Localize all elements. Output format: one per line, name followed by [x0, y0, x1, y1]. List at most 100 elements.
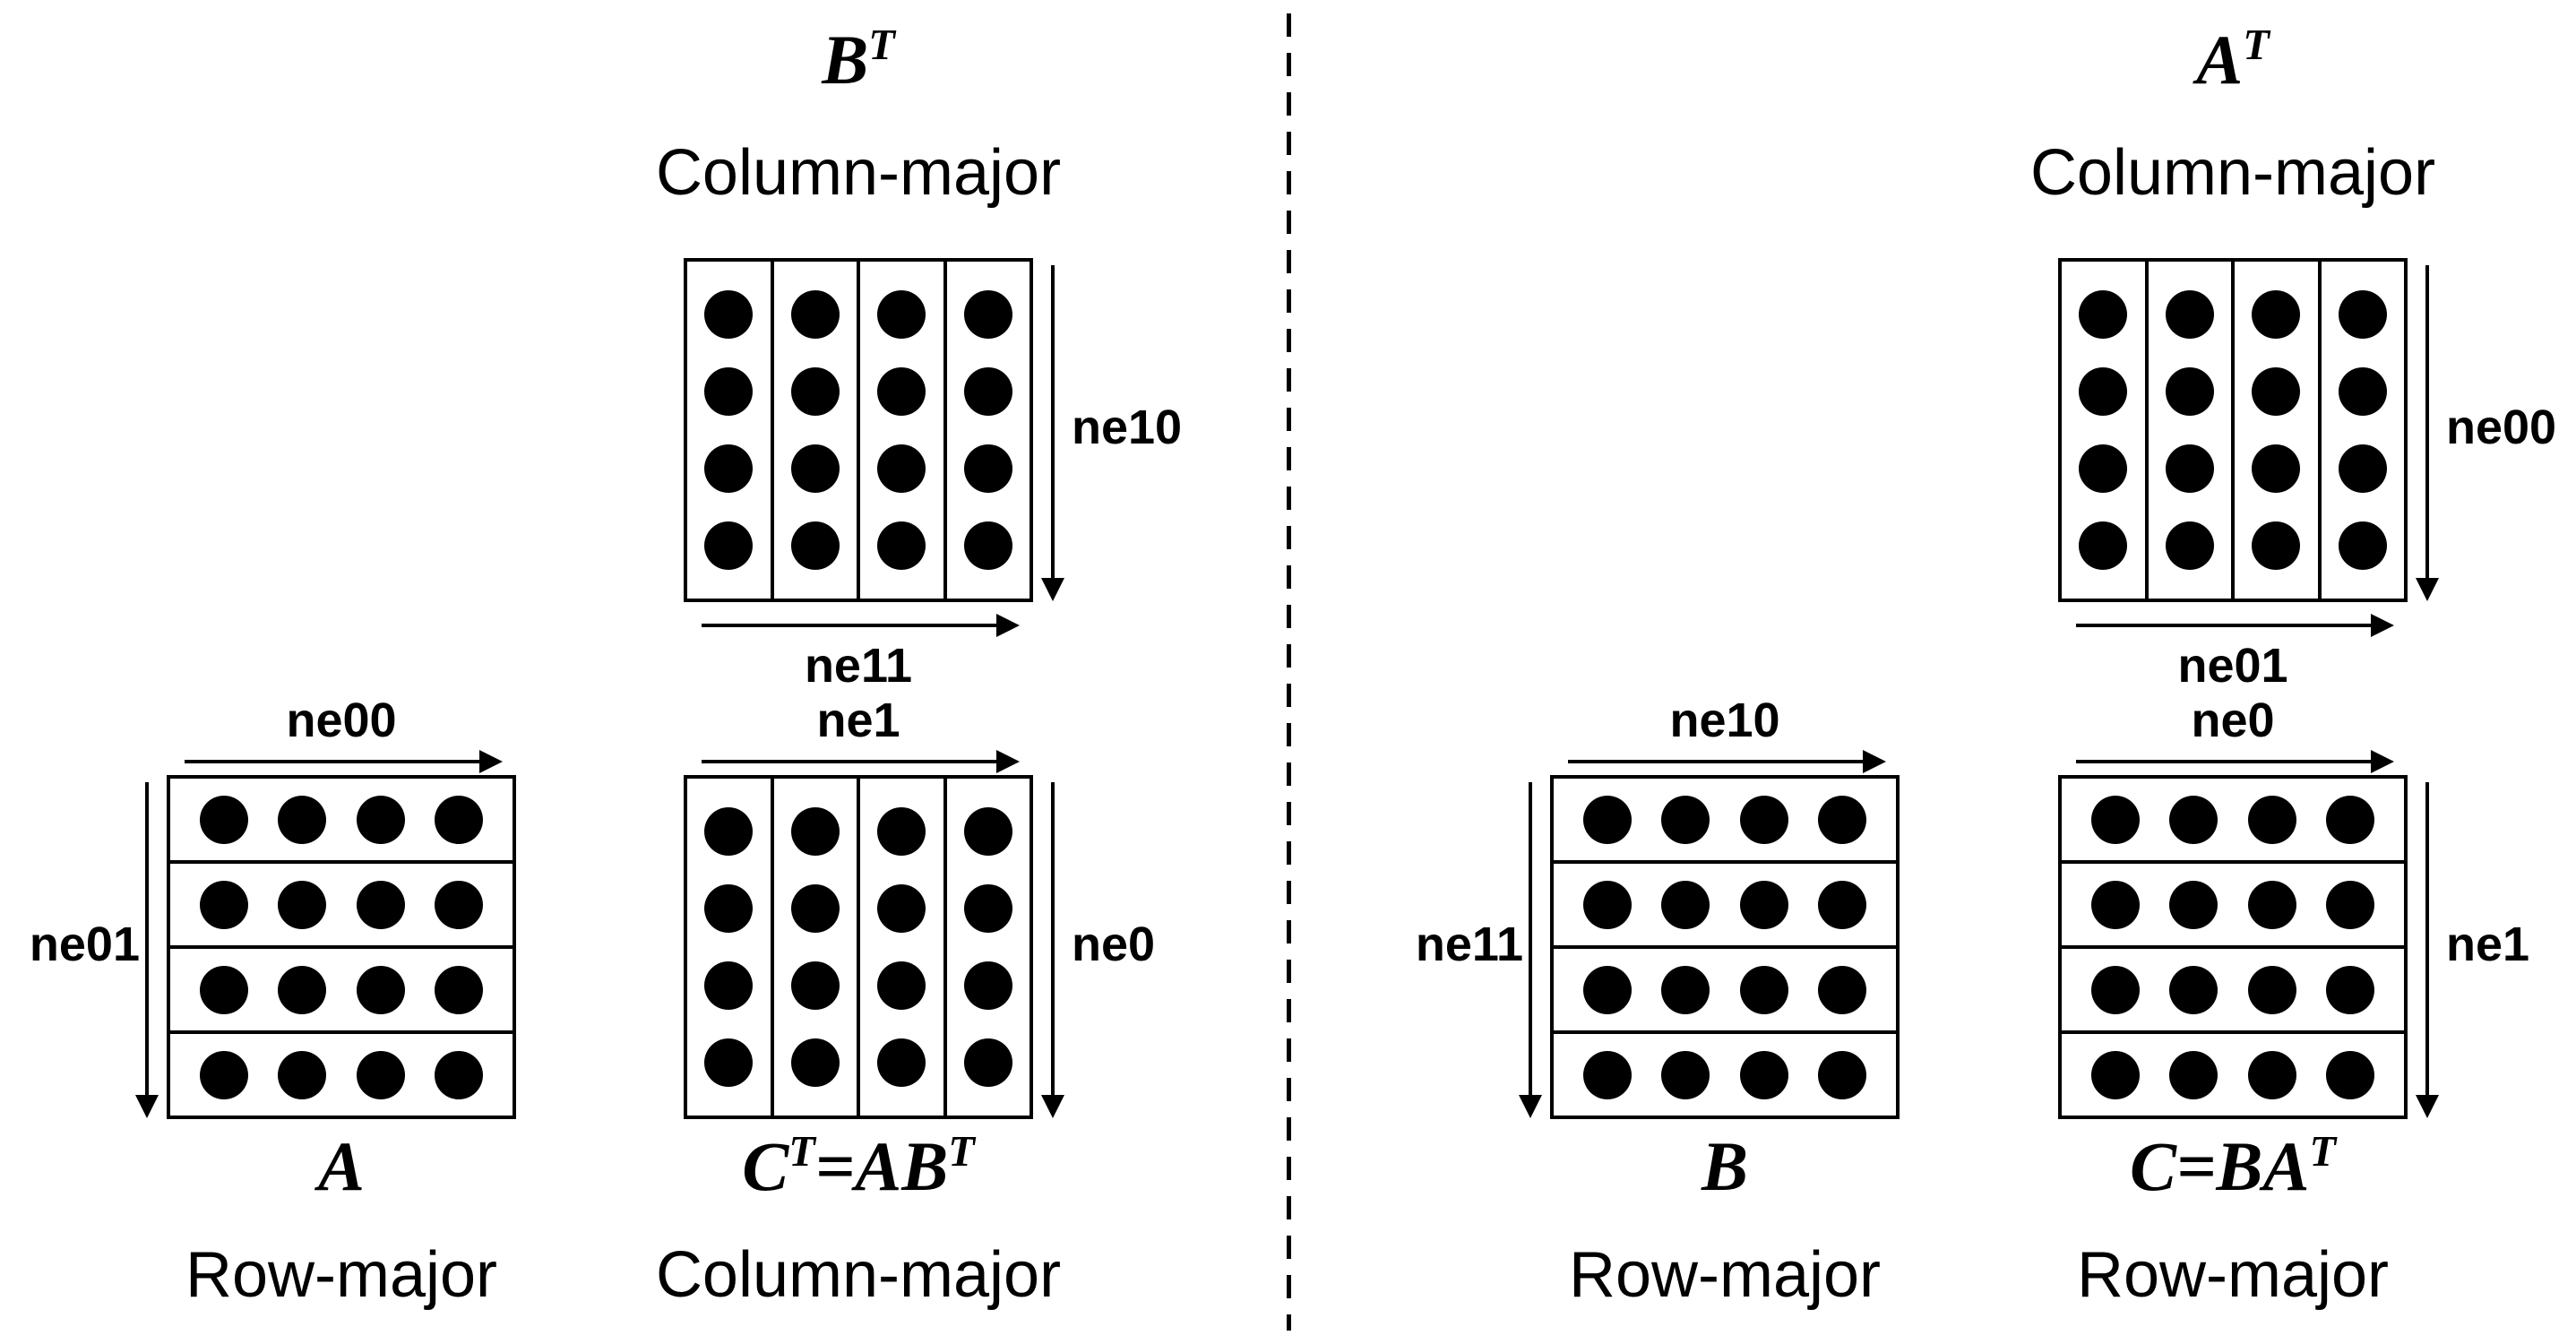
matrix-dot [877, 807, 926, 856]
matrix-dot [877, 1038, 926, 1087]
matrix-cell [774, 262, 860, 599]
matrix-dot [2252, 290, 2301, 339]
dimension-label-ne11: ne11 [1415, 918, 1523, 971]
matrix-dot [963, 884, 1012, 933]
matrix-title-a: A [117, 1126, 565, 1207]
matrix-dot [2338, 367, 2387, 416]
matrix-dot [2247, 1050, 2296, 1099]
matrix-dot [278, 1050, 327, 1099]
matrix-title-a-transpose: AT [2009, 20, 2457, 100]
matrix-dot [963, 961, 1012, 1010]
matrix-dot [877, 367, 926, 416]
title-text: B [822, 21, 869, 99]
matrix-dot [200, 965, 249, 1014]
down-arrow-icon [2416, 265, 2439, 601]
dimension-label-ne0: ne0 [2191, 694, 2275, 747]
matrix-dot [200, 795, 249, 844]
matrix-dot [2091, 795, 2141, 844]
dimension-label-ne00: ne00 [286, 694, 397, 747]
matrix-dot [1583, 795, 1633, 844]
matrix-dot [2325, 795, 2374, 844]
matrix-title-b: B [1501, 1126, 1949, 1207]
matrix-a [167, 775, 516, 1119]
matrix-dot [790, 961, 840, 1010]
dimension-label-ne1: ne1 [816, 694, 900, 747]
matrix-dot [1817, 965, 1866, 1014]
matrix-dot [790, 807, 840, 856]
matrix-dot [356, 965, 405, 1014]
matrix-cell [687, 262, 774, 599]
matrix-dot [790, 1038, 840, 1087]
matrix-dot [2169, 880, 2218, 929]
dimension-label-ne01: ne01 [29, 918, 140, 971]
matrix-dot [2325, 1050, 2374, 1099]
down-arrow-icon [1041, 265, 1064, 601]
title-superscript: T [948, 1128, 975, 1176]
matrix-dot [2079, 521, 2128, 570]
storage-order-label: Column-major [2029, 137, 2436, 209]
matrix-dot [963, 807, 1012, 856]
matrix-cell [2062, 949, 2404, 1034]
down-arrow-icon [1041, 782, 1064, 1118]
matrix-dot [877, 884, 926, 933]
matrix-dot [2169, 795, 2218, 844]
matrix-cell [1554, 779, 1896, 864]
matrix-dot [2247, 965, 2296, 1014]
right-arrow-icon [1568, 750, 1886, 773]
matrix-cell [1554, 1034, 1896, 1116]
matrix-cell [860, 779, 947, 1116]
storage-order-label: Column-major [655, 1239, 1062, 1311]
title-superscript: T [868, 22, 895, 69]
matrix-dot [704, 444, 754, 493]
matrix-cell [774, 779, 860, 1116]
matrix-c [2058, 775, 2408, 1119]
matrix-dot [2169, 1050, 2218, 1099]
matrix-cell [2062, 1034, 2404, 1116]
storage-order-label: Row-major [185, 1239, 498, 1311]
title-text: C=BA [2129, 1127, 2310, 1205]
matrix-dot [1817, 795, 1866, 844]
matrix-dot [2079, 290, 2128, 339]
storage-order-label: Row-major [2076, 1239, 2390, 1311]
matrix-dot [2252, 521, 2301, 570]
matrix-dot [704, 961, 754, 1010]
dimension-label-ne00: ne00 [2446, 401, 2557, 454]
matrix-dot [790, 444, 840, 493]
matrix-dot [704, 884, 754, 933]
matrix-dot [356, 1050, 405, 1099]
dimension-label-ne01: ne01 [2177, 639, 2288, 693]
matrix-dot [434, 965, 483, 1014]
title-text: A [2196, 21, 2244, 99]
matrix-dot [278, 880, 327, 929]
dimension-label-ne11: ne11 [804, 639, 913, 693]
matrix-cell [1554, 949, 1896, 1034]
matrix-dot [2165, 367, 2214, 416]
dimension-label-ne1: ne1 [2446, 918, 2530, 971]
matrix-dot [1739, 880, 1788, 929]
matrix-dot [1817, 1050, 1866, 1099]
matrix-dot [1661, 965, 1710, 1014]
title-superscript: T [788, 1128, 815, 1176]
matrix-dot [2325, 880, 2374, 929]
matrix-dot [963, 367, 1012, 416]
matrix-dot [963, 290, 1012, 339]
matrix-dot [790, 290, 840, 339]
matrix-dot [2247, 795, 2296, 844]
title-text: A [317, 1127, 366, 1205]
matrix-dot [434, 795, 483, 844]
dimension-label-ne10: ne10 [1072, 401, 1183, 454]
matrix-dot [1817, 880, 1866, 929]
matrix-dot [963, 521, 1012, 570]
matrix-dot [200, 880, 249, 929]
storage-order-label: Row-major [1568, 1239, 1882, 1311]
right-arrow-icon [185, 750, 503, 773]
matrix-dot [1583, 1050, 1633, 1099]
matrix-dot [278, 965, 327, 1014]
matrix-dot [2338, 444, 2387, 493]
matrix-dot [1583, 965, 1633, 1014]
matrix-cell [170, 949, 513, 1034]
matrix-cell [687, 779, 774, 1116]
matrix-dot [2338, 521, 2387, 570]
dimension-label-ne10: ne10 [1669, 694, 1780, 747]
